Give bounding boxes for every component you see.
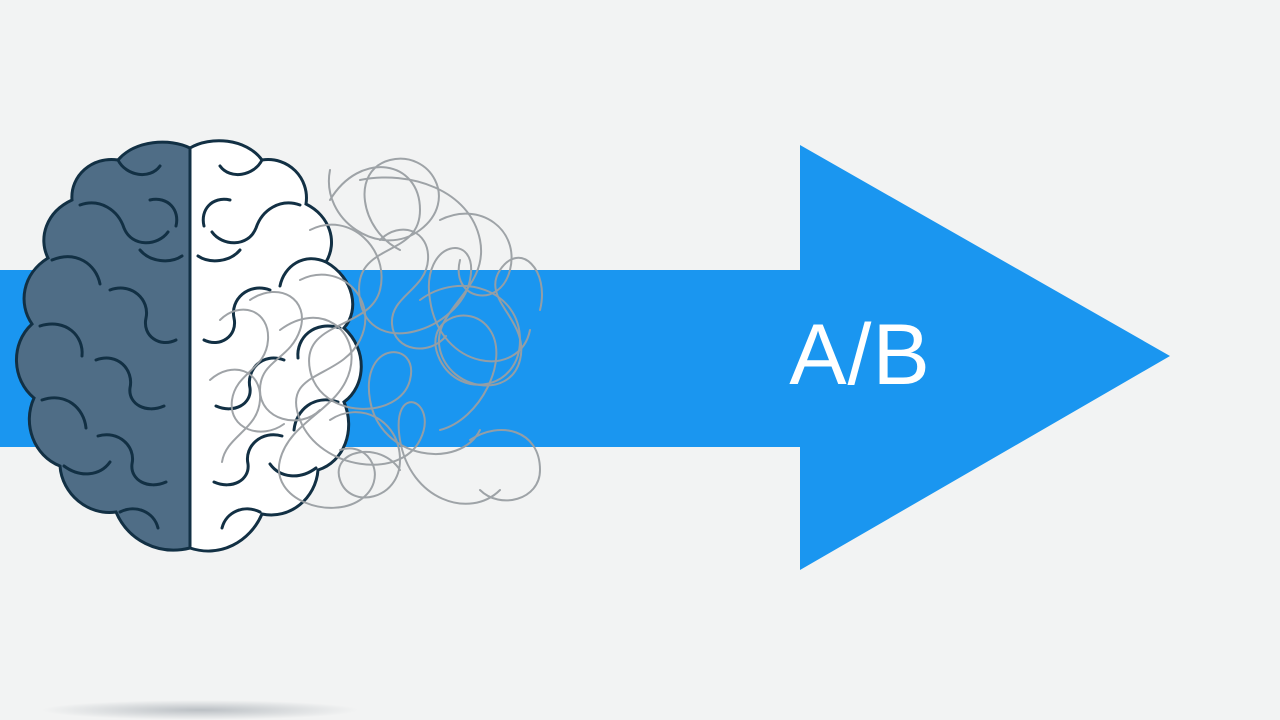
brain-left-hemisphere [15,140,192,552]
arrow-icon [0,145,1170,570]
arrow-label: A/B [789,306,931,403]
tangled-lines-icon [209,157,543,509]
ground-shadow [40,700,360,720]
brain-left-folds [38,158,184,530]
arrow-shape [0,145,1170,570]
brain-icon [15,139,363,553]
